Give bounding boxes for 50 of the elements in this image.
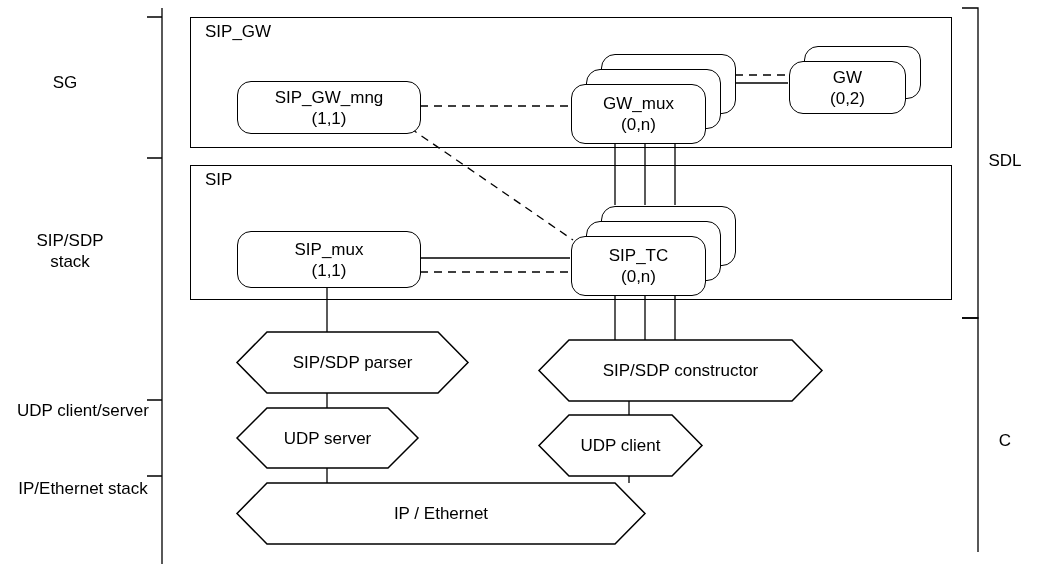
node-label: (0,2) (830, 87, 865, 109)
layer-label: SIP/SDP stack (35, 230, 105, 272)
connector-line (614, 142, 616, 206)
connector-line (644, 142, 646, 206)
node-label: UDP server (283, 427, 372, 449)
group-box (190, 165, 952, 300)
hexagon-box (237, 332, 468, 393)
layer-label: C (997, 430, 1013, 451)
stacked-process-box (571, 54, 736, 144)
hexagon-box (539, 340, 822, 401)
connector-line (734, 82, 789, 84)
layer-label: IP/Ethernet stack (17, 478, 149, 499)
connector-line (674, 294, 676, 341)
connector-line (419, 257, 571, 259)
hexagon-box (539, 415, 702, 476)
node-label: (1,1) (311, 259, 347, 281)
process-box (237, 81, 421, 134)
node-label: UDP client (580, 435, 661, 456)
hexagon-box (237, 483, 645, 544)
node-label: SIP_mux (294, 238, 364, 260)
node-label: SIP_GW_mng (274, 86, 384, 108)
connector-line (628, 400, 630, 416)
group-title: SIP_GW (205, 22, 272, 42)
node-label: SIP_TC (608, 245, 669, 266)
node-label: SIP/SDP parser (292, 352, 413, 373)
connector-line (674, 142, 676, 206)
group-title: SIP (205, 170, 233, 190)
connector-line (628, 475, 630, 484)
node-label: SIP/SDP constructor (602, 360, 759, 381)
dashed-connector (419, 105, 571, 107)
connector-line (326, 286, 328, 333)
dashed-connector (419, 271, 571, 273)
connector-line (614, 294, 616, 341)
node-label: GW (832, 66, 863, 88)
layer-label: SG (51, 72, 79, 93)
connector-line (644, 294, 646, 341)
node-label: (0,n) (621, 114, 656, 135)
connector-line (326, 467, 328, 484)
node-label: IP / Ethernet (393, 503, 489, 524)
stacked-process-box (571, 206, 736, 296)
node-label: (0,n) (621, 266, 656, 287)
stacked-process-box (789, 46, 921, 114)
layer-label: SDL (987, 150, 1023, 171)
node-label: (1,1) (311, 107, 347, 129)
hexagon-box (237, 408, 418, 468)
connector-line (326, 392, 328, 409)
group-box (190, 17, 952, 148)
process-box (237, 231, 421, 288)
node-label: GW_mux (603, 93, 674, 114)
layer-label: UDP client/server (16, 400, 150, 421)
